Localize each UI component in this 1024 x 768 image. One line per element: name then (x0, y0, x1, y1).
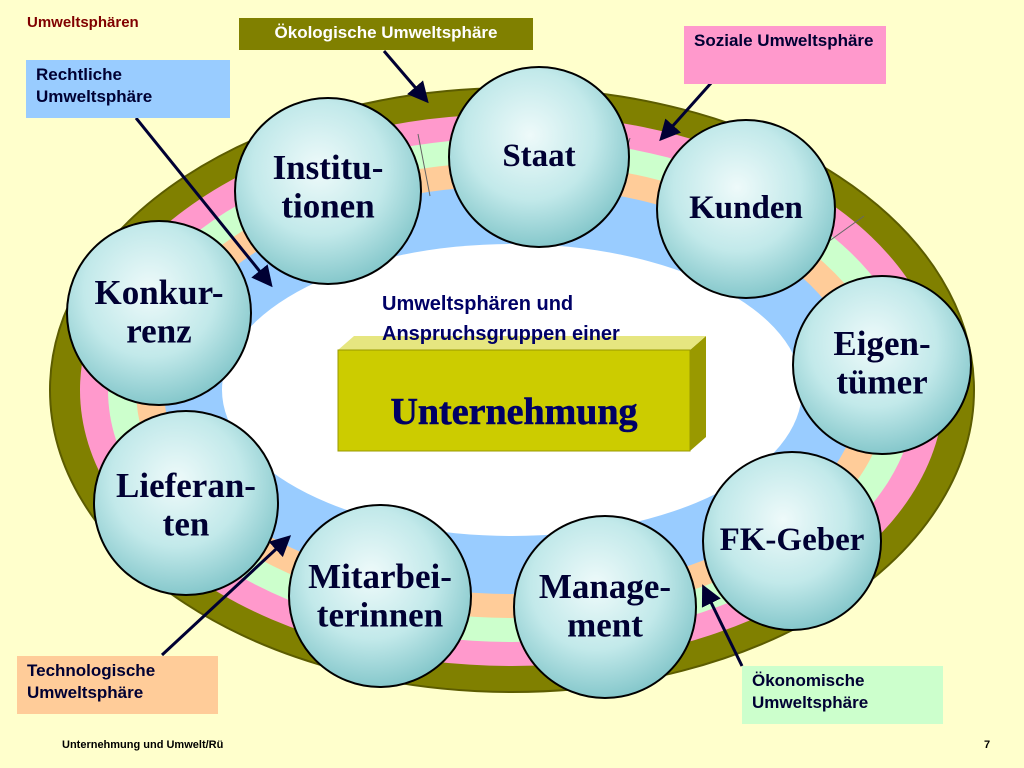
bubble-label-eigentuemer: Eigen-tümer (833, 324, 930, 402)
bubble-konkurrenz[interactable]: Konkur-renz (66, 220, 252, 406)
bubble-mitarbeiterinnen[interactable]: Mitarbei-terinnen (288, 504, 472, 688)
page-number: 7 (984, 739, 991, 751)
bubble-lieferanten[interactable]: Lieferan-ten (93, 410, 279, 596)
label-technologisch-text: Technologische Umweltsphäre (27, 661, 156, 702)
pointer-arrows (134, 50, 744, 667)
bubble-label-institutionen: Institu-tionen (273, 148, 384, 226)
bubble-kunden[interactable]: Kunden (656, 119, 836, 299)
arrow-technologisch (160, 535, 292, 657)
bubble-staat[interactable]: Staat (448, 66, 630, 248)
label-sozial-text: Soziale Umweltsphäre (694, 31, 874, 50)
arrow-rechtlich (134, 117, 273, 288)
stakeholder-bubbles: Staat Institu-tionen Kunden Konkur-renz … (66, 66, 972, 699)
bubble-label-kunden: Kunden (689, 190, 803, 226)
bubble-label-fk-geber: FK-Geber (720, 522, 865, 558)
label-rechtlich-text: Rechtliche Umweltsphäre (36, 65, 153, 106)
bubble-label-konkurrenz: Konkur-renz (94, 273, 223, 351)
bubble-fk-geber[interactable]: FK-Geber (702, 451, 882, 631)
label-technologische-umweltsphaere: Technologische Umweltsphäre (17, 656, 218, 714)
bubble-eigentuemer[interactable]: Eigen-tümer (792, 275, 972, 455)
bubble-label-staat: Staat (502, 138, 575, 174)
slide-title: Umweltsphären (27, 14, 139, 31)
label-soziale-umweltsphaere: Soziale Umweltsphäre (684, 26, 886, 84)
footer-text: Unternehmung und Umwelt/Rü (62, 739, 224, 751)
center-box: Unternehmung (337, 336, 706, 452)
label-rechtliche-umweltsphaere: Rechtliche Umweltsphäre (26, 60, 230, 118)
arrow-oekonomisch (701, 584, 744, 667)
bubble-label-management: Manage-ment (539, 567, 671, 645)
center-title: Unternehmung (390, 391, 637, 433)
arrow-oekologisch (382, 50, 429, 104)
label-oekonomische-umweltsphaere: Ökonomische Umweltsphäre (742, 666, 943, 724)
arrow-sozial (659, 81, 714, 142)
bubble-institutionen[interactable]: Institu-tionen (234, 97, 422, 285)
label-oekonomisch-text: Ökonomische Umweltsphäre (752, 671, 869, 712)
bubble-management[interactable]: Manage-ment (513, 515, 697, 699)
center-caption: Umweltsphären und Anspruchsgruppen einer (382, 293, 620, 345)
bubble-label-lieferanten: Lieferan-ten (116, 466, 256, 544)
bubble-label-mitarbeiterinnen: Mitarbei-terinnen (308, 557, 452, 635)
label-oekologisch-text: Ökologische Umweltsphäre (274, 23, 498, 42)
label-oekologische-umweltsphaere: Ökologische Umweltsphäre (239, 18, 533, 50)
